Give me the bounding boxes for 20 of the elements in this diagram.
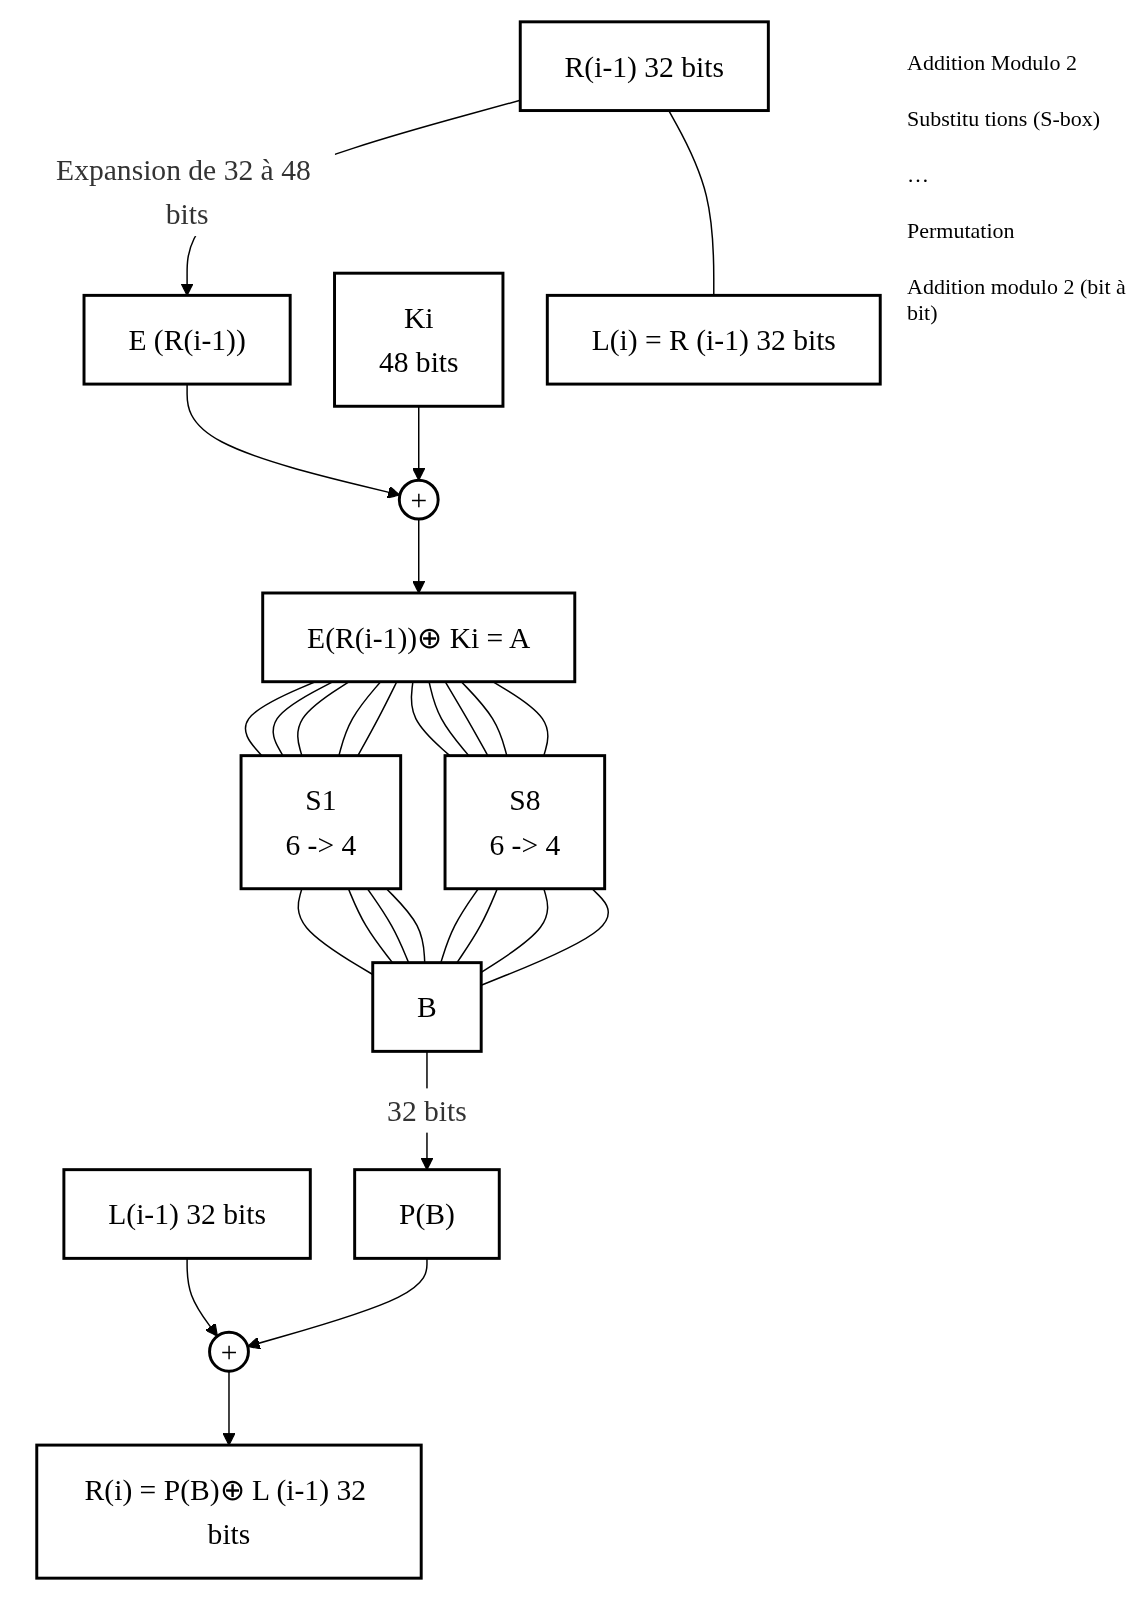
- edge-label: Expansion de 32 à 48 bits: [56, 153, 311, 231]
- node-box: R(i) = P(B)⊕ L (i-1) 32 bits: [35, 1443, 423, 1580]
- node-box: L(i) = R (i-1) 32 bits: [545, 293, 882, 386]
- node-box: R(i-1) 32 bits: [518, 20, 770, 113]
- node-box: S8 6 -> 4: [443, 754, 607, 891]
- node-box: Ki 48 bits: [333, 271, 505, 408]
- node-box: L(i-1) 32 bits: [62, 1168, 312, 1260]
- note-text: Addition modulo 2 (bit à bit): [907, 274, 1127, 326]
- note-text: Substitu tions (S-box): [907, 106, 1102, 132]
- node-circle: +: [208, 1330, 250, 1373]
- node-box: E (R(i-1)): [82, 293, 292, 386]
- node-box: S1 6 -> 4: [239, 754, 403, 891]
- node-box: P(B): [353, 1168, 501, 1260]
- node-circle: +: [397, 478, 440, 521]
- note-text: …: [907, 162, 930, 188]
- note-text: Permutation: [907, 218, 1016, 244]
- node-box: B: [371, 961, 483, 1053]
- edge-label: 32 bits: [387, 1094, 467, 1127]
- note-text: Addition Modulo 2: [907, 50, 1078, 76]
- node-box: E(R(i-1))⊕ Ki = A: [261, 591, 577, 684]
